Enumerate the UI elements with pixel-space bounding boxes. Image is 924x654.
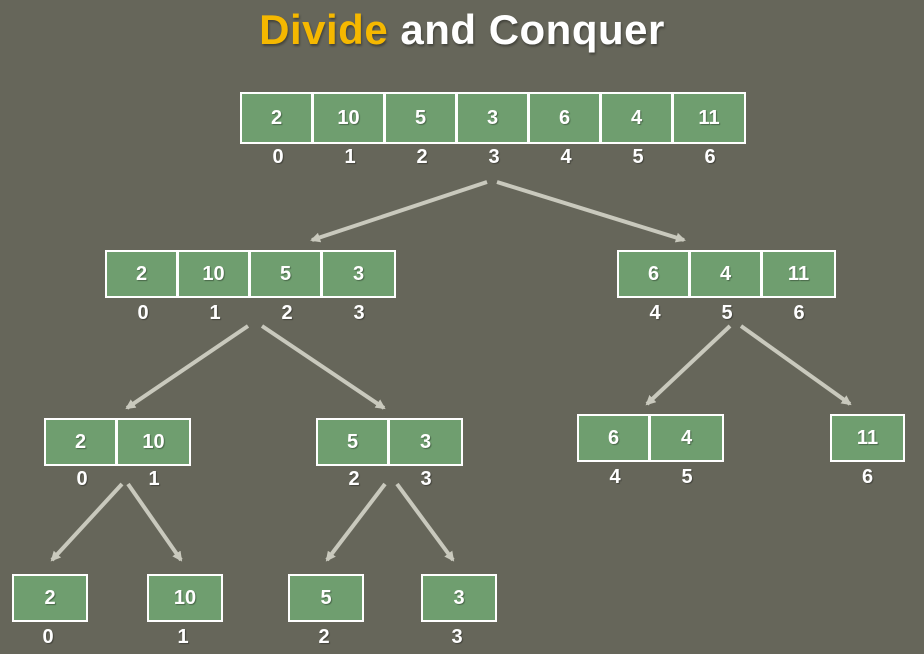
index-label: 5 <box>721 302 733 324</box>
cell: 3 <box>423 576 495 620</box>
index-label: 1 <box>209 302 221 324</box>
cell: 5 <box>290 576 362 620</box>
arrow-root-to-right <box>496 180 686 243</box>
arrow-left-to-ll <box>125 324 250 410</box>
index-label: 4 <box>609 466 621 488</box>
index-label: 6 <box>704 146 716 168</box>
cell: 11 <box>832 416 903 460</box>
cell: 3 <box>323 252 394 296</box>
index-label: 0 <box>272 146 284 168</box>
index-label: 2 <box>416 146 428 168</box>
cell: 3 <box>390 420 461 464</box>
index-label: 0 <box>137 302 149 324</box>
array-left: 2 10 5 3 <box>105 250 396 298</box>
cell: 6 <box>530 94 602 142</box>
cell: 6 <box>619 252 691 296</box>
index-label: 3 <box>353 302 365 324</box>
index-row-left: 0 1 2 3 <box>107 302 395 325</box>
arrow-ll-to-lll <box>50 482 124 562</box>
cell: 10 <box>149 576 221 620</box>
arrow-left-to-lr <box>260 324 386 410</box>
page-title: Divide and Conquer <box>0 6 924 54</box>
index-label: 3 <box>451 626 463 648</box>
cell: 4 <box>651 416 722 460</box>
title-rest: and Conquer <box>400 6 665 53</box>
array-leaf-0: 2 <box>12 574 88 622</box>
index-row-right-right: 6 <box>832 466 903 489</box>
index-row-right-left: 4 5 <box>579 466 723 489</box>
cell: 2 <box>46 420 118 464</box>
cell: 5 <box>251 252 323 296</box>
array-right-left: 6 4 <box>577 414 724 462</box>
index-row-leaf-1: 1 <box>147 626 219 649</box>
arrow-ll-to-llr <box>126 482 183 562</box>
array-leaf-1: 10 <box>147 574 223 622</box>
title-highlight: Divide <box>259 6 389 53</box>
cell: 2 <box>14 576 86 620</box>
cell: 5 <box>318 420 390 464</box>
cell: 11 <box>674 94 744 142</box>
index-label: 1 <box>148 468 160 490</box>
index-label: 1 <box>344 146 356 168</box>
cell: 2 <box>242 94 314 142</box>
index-row-leaf-3: 3 <box>421 626 493 649</box>
index-label: 4 <box>649 302 661 324</box>
index-label: 0 <box>42 626 54 648</box>
index-label: 3 <box>420 468 432 490</box>
cell: 6 <box>579 416 651 460</box>
array-right-right: 11 <box>830 414 905 462</box>
index-label: 5 <box>681 466 693 488</box>
index-label: 4 <box>560 146 572 168</box>
index-label: 6 <box>861 466 874 488</box>
cell: 4 <box>602 94 674 142</box>
index-label: 2 <box>281 302 293 324</box>
index-row-right: 4 5 6 <box>619 302 835 325</box>
index-row-left-left: 0 1 <box>46 468 190 491</box>
arrow-right-to-rr <box>739 324 852 406</box>
index-label: 2 <box>318 626 330 648</box>
array-left-left: 2 10 <box>44 418 191 466</box>
index-label: 2 <box>348 468 360 490</box>
array-root: 2 10 5 3 6 4 11 <box>240 92 746 144</box>
index-row-leaf-2: 2 <box>288 626 360 649</box>
array-leaf-3: 3 <box>421 574 497 622</box>
arrow-right-to-rl <box>645 324 732 406</box>
arrow-root-to-left <box>310 180 488 243</box>
array-leaf-2: 5 <box>288 574 364 622</box>
cell: 10 <box>314 94 386 142</box>
cell: 10 <box>118 420 189 464</box>
cell: 5 <box>386 94 458 142</box>
index-label: 5 <box>632 146 644 168</box>
index-label: 3 <box>488 146 500 168</box>
index-row-left-right: 2 3 <box>318 468 462 491</box>
index-row-root: 0 1 2 3 4 5 6 <box>242 146 746 169</box>
index-label: 0 <box>76 468 88 490</box>
arrow-lr-to-lrl <box>325 482 387 562</box>
index-row-leaf-0: 0 <box>12 626 84 649</box>
array-left-right: 5 3 <box>316 418 463 466</box>
cell: 4 <box>691 252 763 296</box>
array-right: 6 4 11 <box>617 250 836 298</box>
cell: 3 <box>458 94 530 142</box>
cell: 2 <box>107 252 179 296</box>
arrow-lr-to-lrr <box>395 482 455 562</box>
index-label: 1 <box>177 626 189 648</box>
index-label: 6 <box>793 302 805 324</box>
cell: 10 <box>179 252 251 296</box>
cell: 11 <box>763 252 834 296</box>
